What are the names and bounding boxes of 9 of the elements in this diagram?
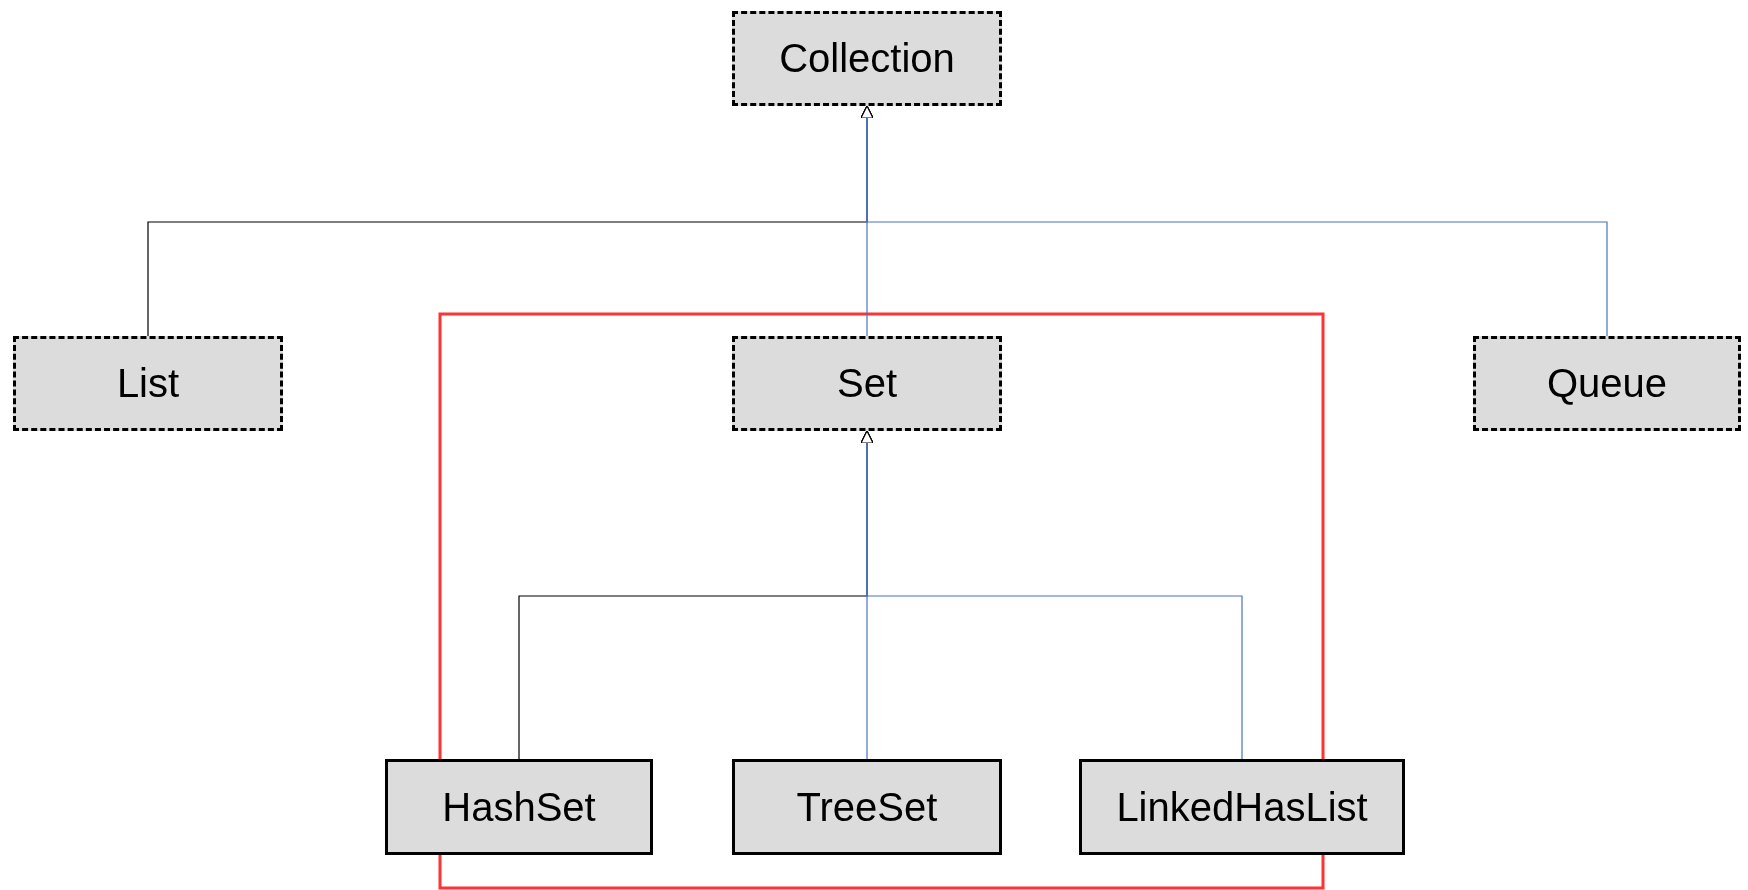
class-box: HashSet [385, 759, 653, 855]
interface-box: Queue [1473, 336, 1741, 431]
inheritance-arrow [860, 105, 1608, 337]
class-box: TreeSet [732, 759, 1002, 855]
class-box: LinkedHasList [1079, 759, 1405, 855]
interface-box: Set [732, 336, 1002, 431]
inheritance-arrow [860, 430, 1243, 760]
interface-box: Collection [732, 11, 1002, 106]
interface-box: List [13, 336, 283, 431]
